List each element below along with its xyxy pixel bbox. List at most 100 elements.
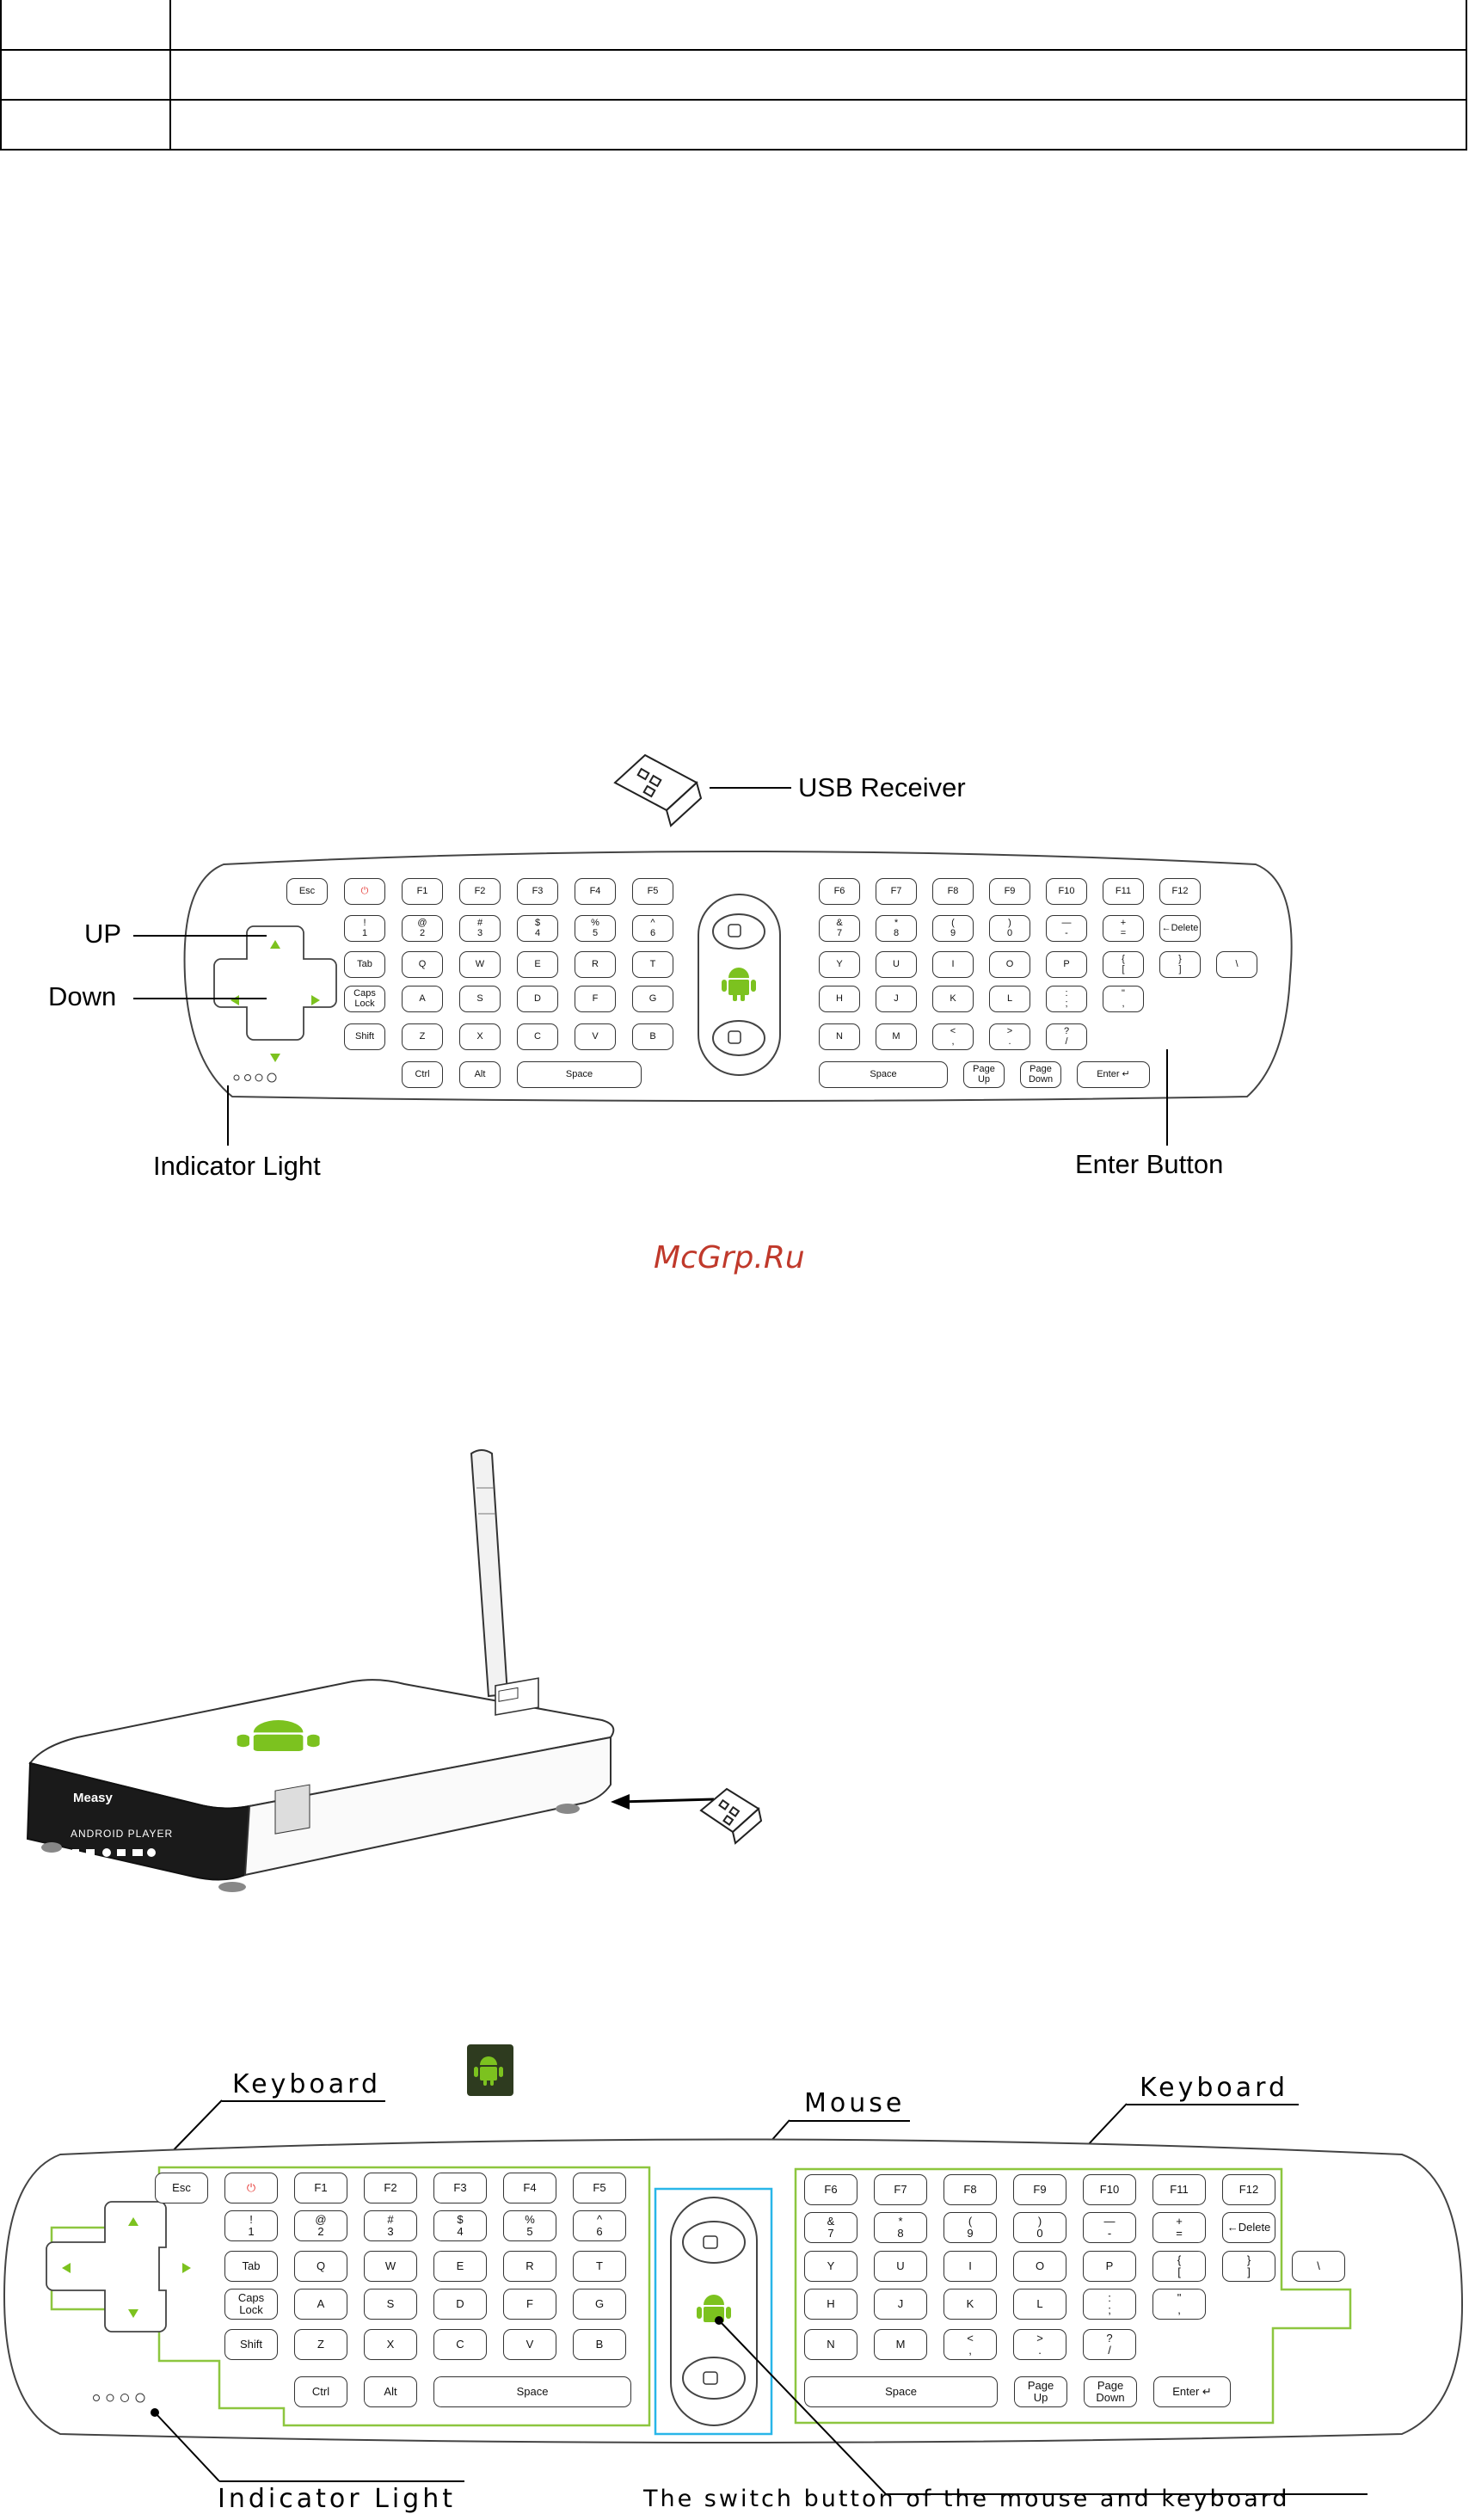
key-0[interactable]: )0 (989, 915, 1030, 942)
key-g[interactable]: G (632, 986, 673, 1012)
key-y[interactable]: Y (804, 2251, 857, 2282)
key-v[interactable]: V (503, 2329, 556, 2360)
key-f9[interactable]: F9 (1013, 2174, 1066, 2205)
key-l[interactable]: L (989, 986, 1030, 1012)
key-symbol[interactable]: ⏻ (344, 878, 385, 905)
key-alt[interactable]: Alt (364, 2376, 417, 2407)
key-7[interactable]: &7 (804, 2212, 857, 2243)
key-i[interactable]: I (932, 951, 974, 978)
key-esc[interactable]: Esc (286, 878, 328, 905)
key-symbol[interactable]: {[ (1152, 2251, 1206, 2282)
key-symbol[interactable]: :; (1083, 2289, 1136, 2320)
key-symbol[interactable]: ?/ (1083, 2329, 1136, 2360)
key-h[interactable]: H (804, 2289, 857, 2320)
key-delete[interactable]: ←Delete (1222, 2212, 1275, 2243)
key-d[interactable]: D (517, 986, 558, 1012)
key-9[interactable]: (9 (943, 2212, 997, 2243)
key-shift[interactable]: Shift (224, 2329, 278, 2360)
key-symbol[interactable]: \ (1292, 2251, 1345, 2282)
key-w[interactable]: W (459, 951, 501, 978)
key-f8[interactable]: F8 (943, 2174, 997, 2205)
key-symbol[interactable]: —- (1046, 915, 1087, 942)
key-y[interactable]: Y (819, 951, 860, 978)
key-g[interactable]: G (573, 2289, 626, 2320)
key-3[interactable]: #3 (459, 915, 501, 942)
key-symbol[interactable]: ", (1152, 2289, 1206, 2320)
key-symbol[interactable]: }] (1159, 951, 1201, 978)
key-symbol[interactable]: ⏻ (224, 2173, 278, 2203)
key-symbol[interactable]: += (1103, 915, 1144, 942)
key-n[interactable]: N (804, 2329, 857, 2360)
key-8[interactable]: *8 (874, 2212, 927, 2243)
key-1[interactable]: !1 (224, 2210, 278, 2241)
key-symbol[interactable]: :; (1046, 986, 1087, 1012)
key-symbol[interactable]: {[ (1103, 951, 1144, 978)
key-8[interactable]: *8 (876, 915, 917, 942)
key-f11[interactable]: F11 (1103, 878, 1144, 905)
key-6[interactable]: ^6 (632, 915, 673, 942)
key-f5[interactable]: F5 (573, 2173, 626, 2203)
key-f2[interactable]: F2 (364, 2173, 417, 2203)
key-tab[interactable]: Tab (344, 951, 385, 978)
key-q[interactable]: Q (294, 2251, 347, 2282)
key-f3[interactable]: F3 (517, 878, 558, 905)
key-v[interactable]: V (575, 1023, 616, 1050)
key-e[interactable]: E (433, 2251, 487, 2282)
key-alt[interactable]: Alt (459, 1061, 501, 1088)
key-f7[interactable]: F7 (874, 2174, 927, 2205)
key-l[interactable]: L (1013, 2289, 1066, 2320)
key-space[interactable]: Space (517, 1061, 642, 1088)
key-k[interactable]: K (943, 2289, 997, 2320)
key-c[interactable]: C (517, 1023, 558, 1050)
key-ctrl[interactable]: Ctrl (402, 1061, 443, 1088)
key-u[interactable]: U (874, 2251, 927, 2282)
key-p[interactable]: P (1046, 951, 1087, 978)
key-x[interactable]: X (459, 1023, 501, 1050)
key-i[interactable]: I (943, 2251, 997, 2282)
key-f2[interactable]: F2 (459, 878, 501, 905)
key-m[interactable]: M (876, 1023, 917, 1050)
key-z[interactable]: Z (402, 1023, 443, 1050)
key-delete[interactable]: ←Delete (1159, 915, 1201, 942)
key-symbol[interactable]: ?/ (1046, 1023, 1087, 1050)
key-a[interactable]: A (294, 2289, 347, 2320)
key-j[interactable]: J (876, 986, 917, 1012)
key-f10[interactable]: F10 (1083, 2174, 1136, 2205)
key-m[interactable]: M (874, 2329, 927, 2360)
key-esc[interactable]: Esc (155, 2173, 208, 2203)
key-b[interactable]: B (573, 2329, 626, 2360)
key-b[interactable]: B (632, 1023, 673, 1050)
key-n[interactable]: N (819, 1023, 860, 1050)
key-p[interactable]: P (1083, 2251, 1136, 2282)
key-4[interactable]: $4 (433, 2210, 487, 2241)
key-2[interactable]: @2 (294, 2210, 347, 2241)
key-f4[interactable]: F4 (503, 2173, 556, 2203)
key-symbol[interactable]: <, (943, 2329, 997, 2360)
key-f9[interactable]: F9 (989, 878, 1030, 905)
key-space[interactable]: Space (804, 2376, 998, 2407)
key-s[interactable]: S (459, 986, 501, 1012)
key-f[interactable]: F (575, 986, 616, 1012)
key-symbol[interactable]: }] (1222, 2251, 1275, 2282)
key-2[interactable]: @2 (402, 915, 443, 942)
key-enter[interactable]: Enter ↵ (1153, 2376, 1231, 2407)
key-t[interactable]: T (573, 2251, 626, 2282)
key-0[interactable]: )0 (1013, 2212, 1066, 2243)
key-symbol[interactable]: += (1152, 2212, 1206, 2243)
key-space[interactable]: Space (819, 1061, 948, 1088)
key-j[interactable]: J (874, 2289, 927, 2320)
key-f1[interactable]: F1 (402, 878, 443, 905)
key-shift[interactable]: Shift (344, 1023, 385, 1050)
key-9[interactable]: (9 (932, 915, 974, 942)
key-1[interactable]: !1 (344, 915, 385, 942)
key-c[interactable]: C (433, 2329, 487, 2360)
key-e[interactable]: E (517, 951, 558, 978)
key-k[interactable]: K (932, 986, 974, 1012)
key-t[interactable]: T (632, 951, 673, 978)
key-4[interactable]: $4 (517, 915, 558, 942)
